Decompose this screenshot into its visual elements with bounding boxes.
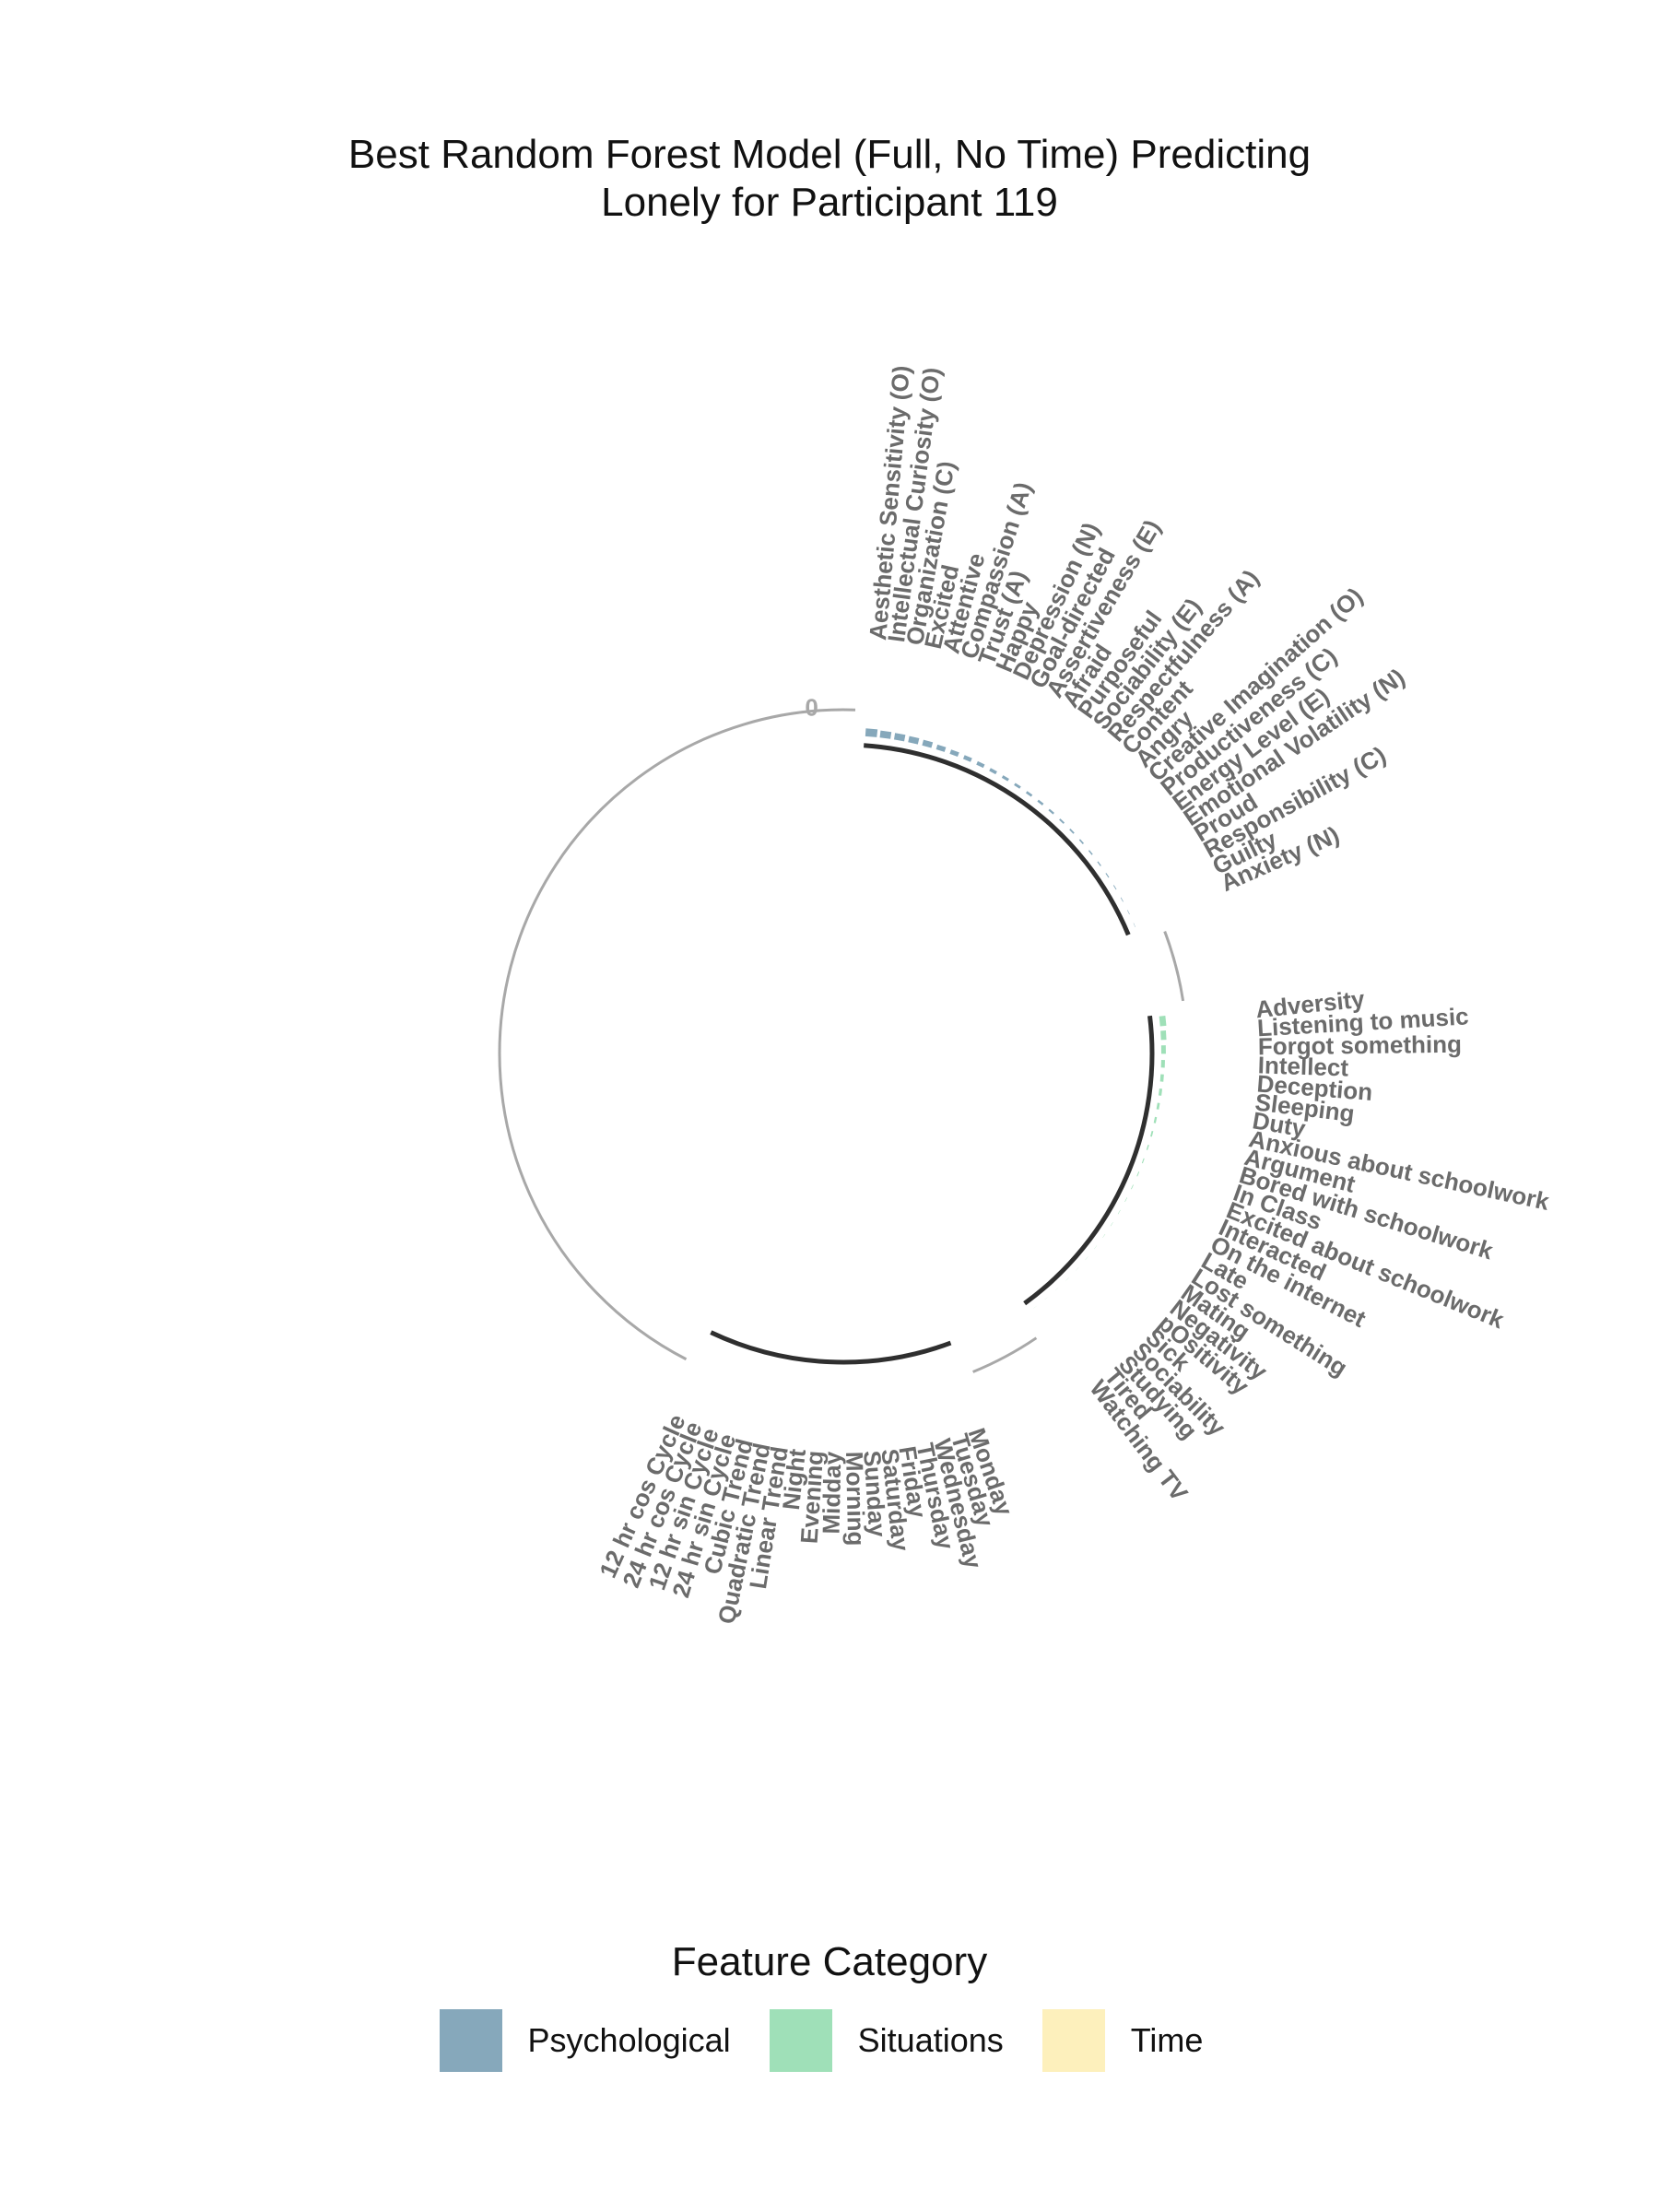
bar-happy xyxy=(962,755,972,762)
bar-lost-something xyxy=(1110,1222,1113,1227)
legend-swatch-psychological xyxy=(439,2009,502,2072)
bar-attentive xyxy=(922,739,934,748)
bar-intellect xyxy=(1160,1059,1165,1068)
bar-aesthetic-sensitivity-o xyxy=(865,728,878,737)
bar-late xyxy=(1117,1209,1121,1215)
bar-depression-n xyxy=(976,760,985,769)
bar-positivity xyxy=(1085,1256,1088,1261)
bar-anxiety-n xyxy=(1133,923,1135,927)
legend-label-situations: Situations xyxy=(857,2021,1004,2059)
bar-watching-tv xyxy=(1033,1305,1038,1309)
bar-forgot-something xyxy=(1160,1045,1166,1054)
bar-responsibility-c xyxy=(1120,897,1124,902)
bar-sociability-e xyxy=(1037,799,1044,806)
feature-label-morning: Morning xyxy=(841,1452,870,1547)
bar-duty xyxy=(1156,1102,1160,1110)
group-base-arc-time xyxy=(710,1330,952,1365)
bar-argument xyxy=(1150,1130,1154,1137)
bar-sociability xyxy=(1065,1277,1069,1281)
bar-assertiveness-e xyxy=(1001,775,1009,782)
group-base-arc-psychological xyxy=(864,743,1131,936)
gap-arc-2 xyxy=(498,708,856,1361)
chart-title-line-1: Best Random Forest Model (Full, No Time)… xyxy=(347,132,1312,177)
bar-studying xyxy=(1055,1287,1059,1290)
bar-negativity xyxy=(1094,1245,1098,1250)
bar-content xyxy=(1059,818,1065,824)
legend-item-time: Time xyxy=(1041,2009,1220,2072)
bar-interacted xyxy=(1131,1184,1134,1190)
legend-swatch-situations xyxy=(769,2009,832,2072)
feature-label-evening: Evening xyxy=(795,1450,830,1545)
legend-label-psychological: Psychological xyxy=(527,2021,731,2059)
bar-guilty xyxy=(1127,910,1130,915)
bar-listening-to-music xyxy=(1160,1030,1167,1041)
bar-angry xyxy=(1069,829,1075,834)
bar-trust-a xyxy=(949,749,959,758)
legend-swatch-time xyxy=(1041,2009,1105,2072)
legend-label-time: Time xyxy=(1130,2021,1204,2059)
bar-respectfulness-a xyxy=(1048,808,1054,815)
bar-intellectual-curiosity-o xyxy=(879,730,892,739)
gap-arc-0 xyxy=(1163,931,1185,1002)
legend-items: Psychological Situations Time xyxy=(0,2009,1659,2072)
feature-label-night: Night xyxy=(777,1447,811,1512)
bar-energy-level-e xyxy=(1097,861,1101,866)
bar-purposeful xyxy=(1025,791,1033,797)
bar-creative-imagination-o xyxy=(1078,839,1085,844)
bar-productiveness-c xyxy=(1088,850,1093,855)
feature-label-forgot-something: Forgot something xyxy=(1258,1030,1462,1061)
legend-item-psychological: Psychological xyxy=(439,2009,747,2072)
bar-compassion-a xyxy=(935,744,947,752)
bar-anxious-about-schoolwork xyxy=(1153,1116,1158,1124)
bar-deception xyxy=(1159,1074,1164,1082)
group-base-arc-situations xyxy=(1023,1015,1155,1306)
chart-title-line-2: Lonely for Participant 119 xyxy=(601,180,1058,225)
bar-in-class xyxy=(1141,1158,1145,1164)
bar-adversity xyxy=(1159,1015,1167,1027)
bar-sleeping xyxy=(1158,1088,1163,1096)
radial-tick-label: 0 xyxy=(805,693,818,721)
gap-arc-1 xyxy=(972,1336,1038,1373)
legend-item-situations: Situations xyxy=(769,2009,1020,2072)
bar-on-the-internet xyxy=(1124,1197,1128,1202)
bar-afraid xyxy=(1014,782,1021,789)
bar-goal-directed xyxy=(989,768,997,775)
bar-bored-with-schoolwork xyxy=(1146,1144,1149,1150)
bar-excited-about-schoolwork xyxy=(1136,1171,1140,1177)
legend-title: Feature Category xyxy=(671,1939,988,1984)
feature-label-sunday: Sunday xyxy=(858,1450,891,1538)
bar-emotional-volatility-n xyxy=(1105,873,1110,878)
bar-mating xyxy=(1102,1233,1106,1238)
bar-excited xyxy=(908,735,920,745)
feature-label-midday: Midday xyxy=(818,1451,847,1535)
bar-sick xyxy=(1076,1267,1079,1271)
feature-label-intellect: Intellect xyxy=(1257,1051,1349,1081)
bar-organization-c xyxy=(893,733,906,742)
bar-proud xyxy=(1112,885,1117,890)
bar-tired xyxy=(1044,1296,1049,1300)
